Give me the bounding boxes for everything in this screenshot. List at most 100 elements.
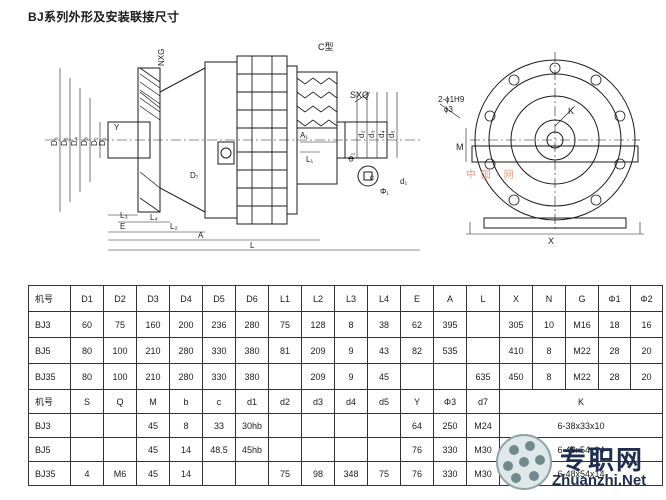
upper-header-cell: Φ1 (598, 285, 631, 312)
table-cell: M16 (565, 311, 599, 338)
upper-header-cell: L3 (334, 285, 368, 312)
table-cell: 330 (433, 437, 467, 462)
lower-header-cell: d5 (367, 389, 401, 414)
table-cell: 80 (70, 337, 104, 364)
coupling-hatch (139, 73, 161, 121)
table-cell: 20 (630, 337, 663, 364)
table-cell: 280 (235, 311, 269, 338)
label-d2-small: d₂ (357, 130, 366, 138)
upper-header-cell: L2 (301, 285, 335, 312)
lower-header-cell: d4 (334, 389, 368, 414)
label-l2: L₂ (170, 222, 178, 231)
upper-header-cell: D4 (169, 285, 203, 312)
table-cell: 14 (169, 461, 203, 486)
table-cell: 82 (400, 337, 434, 364)
table-cell: 75 (103, 311, 137, 338)
table-cell: 45 (136, 437, 170, 462)
label-phi2: Φ₂ (347, 153, 356, 163)
lower-header-cell: d3 (301, 389, 335, 414)
label-phi3: ϕ3 (444, 105, 453, 114)
table-cell: 62 (400, 311, 434, 338)
table-cell: 48.5 (202, 437, 236, 462)
label-a: A (198, 231, 204, 240)
table-cell (367, 413, 401, 438)
table-cell: 9 (334, 337, 368, 364)
upper-header-cell: L1 (268, 285, 302, 312)
table-cell: 45 (136, 461, 170, 486)
table-cell: 16 (630, 311, 663, 338)
upper-header-cell: E (400, 285, 434, 312)
label-l1: L₁ (306, 155, 313, 164)
table-cell: 380 (235, 363, 269, 390)
upper-header-cell: D3 (136, 285, 170, 312)
lower-header-cell: d7 (466, 389, 500, 414)
upper-header-cell: Φ2 (630, 285, 663, 312)
table-cell: 60 (70, 311, 104, 338)
document-title: BJ系列外形及安装联接尺寸 (28, 10, 180, 24)
lower-header-cell: Φ3 (433, 389, 467, 414)
label-m: M (456, 142, 464, 152)
upper-header-cell: D1 (70, 285, 104, 312)
table-cell: 8 (532, 337, 566, 364)
label-d3: D₃ (80, 137, 89, 146)
table-cell (70, 413, 104, 438)
table-cell: 43 (367, 337, 401, 364)
table-cell: 280 (169, 337, 203, 364)
upper-header-cell: D6 (235, 285, 269, 312)
table-cell: 8 (169, 413, 203, 438)
label-d5: D₅ (60, 137, 69, 146)
table-cell: 210 (136, 363, 170, 390)
table-cell: 75 (367, 461, 401, 486)
table-cell: 635 (466, 363, 500, 390)
label-a1: A₁ (300, 131, 308, 140)
label-k: K (568, 106, 574, 116)
label-sxq: SXQ (350, 90, 369, 100)
label-c-type: C型 (318, 42, 334, 52)
upper-header-cell: N (532, 285, 566, 312)
key-section-circle (357, 165, 379, 187)
label-d4-small: d₄ (377, 130, 386, 138)
table-cell: M22 (565, 337, 599, 364)
label-nxg: NXG (157, 49, 166, 66)
table-cell: 450 (499, 363, 533, 390)
table-cell (301, 437, 335, 462)
label-d6: D₆ (50, 137, 59, 146)
label-d1: D₁ (98, 137, 107, 146)
table-cell: BJ5 (28, 337, 71, 364)
upper-header-cell: G (565, 285, 599, 312)
c-pulley (296, 71, 338, 129)
label-phi1: Φ₁ (380, 187, 389, 196)
table-cell: BJ35 (28, 363, 71, 390)
table-cell: BJ5 (28, 437, 71, 462)
upper-header-cell: L (466, 285, 500, 312)
table-cell: M6 (103, 461, 137, 486)
table-cell: 410 (499, 337, 533, 364)
table-cell: 395 (433, 311, 467, 338)
table-cell (466, 337, 500, 364)
table-cell: 98 (301, 461, 335, 486)
lower-header-cell: S (70, 389, 104, 414)
label-x: X (548, 236, 554, 246)
table-cell: 380 (235, 337, 269, 364)
table-cell: 210 (136, 337, 170, 364)
table-cell (103, 413, 137, 438)
table-cell: 250 (433, 413, 467, 438)
table-cell (268, 413, 302, 438)
table-cell (367, 437, 401, 462)
table-cell: BJ35 (28, 461, 71, 486)
table-cell: 330 (202, 363, 236, 390)
lower-header-cell: Y (400, 389, 434, 414)
table-cell: 305 (499, 311, 533, 338)
table-cell: 14 (169, 437, 203, 462)
table-cell (103, 437, 137, 462)
label-d3-small: d₃ (367, 130, 376, 138)
label-d7: D₇ (190, 171, 199, 180)
lower-header-cell: 机号 (28, 389, 71, 414)
label-d5-small: d₅ (387, 130, 396, 138)
